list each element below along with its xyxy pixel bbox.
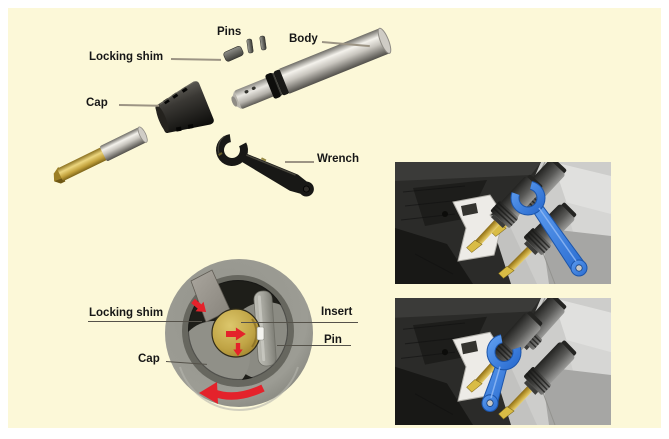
detail-pin-label: Pin [324, 334, 342, 346]
detail-locking-shim-label: Locking shim [89, 307, 164, 319]
detail-pin-leader [277, 345, 351, 346]
wrench-label: Wrench [317, 153, 359, 165]
blue-wrench-top [510, 180, 588, 277]
photo-wrench-lower-position [395, 298, 611, 425]
detail-insert-label: Insert [321, 306, 353, 318]
locking-shim-label: Locking shim [89, 51, 164, 63]
arrow-rotation-head [199, 382, 218, 404]
pin-shape-2 [259, 35, 267, 51]
detail-insert-leader [241, 322, 358, 323]
wrench-leader-line [285, 161, 314, 163]
body-label: Body [289, 33, 318, 45]
boring-bar-shape [53, 126, 148, 184]
pin-shape-1 [246, 38, 254, 54]
pins-label: Pins [217, 26, 242, 38]
blue-wrench-bottom [481, 333, 522, 412]
arrow-rotation-curve [212, 384, 265, 400]
photo-wrench-upper-position [395, 162, 611, 284]
cap-shape [155, 81, 214, 134]
cap-label: Cap [86, 97, 108, 109]
insert-tip [256, 326, 265, 341]
locking-shim-shape [223, 46, 244, 62]
wrench-shape [216, 134, 314, 197]
detail-locking-shim-leader [88, 321, 202, 322]
detail-cap-label: Cap [138, 353, 160, 365]
detail-circle-illustration [165, 259, 313, 411]
